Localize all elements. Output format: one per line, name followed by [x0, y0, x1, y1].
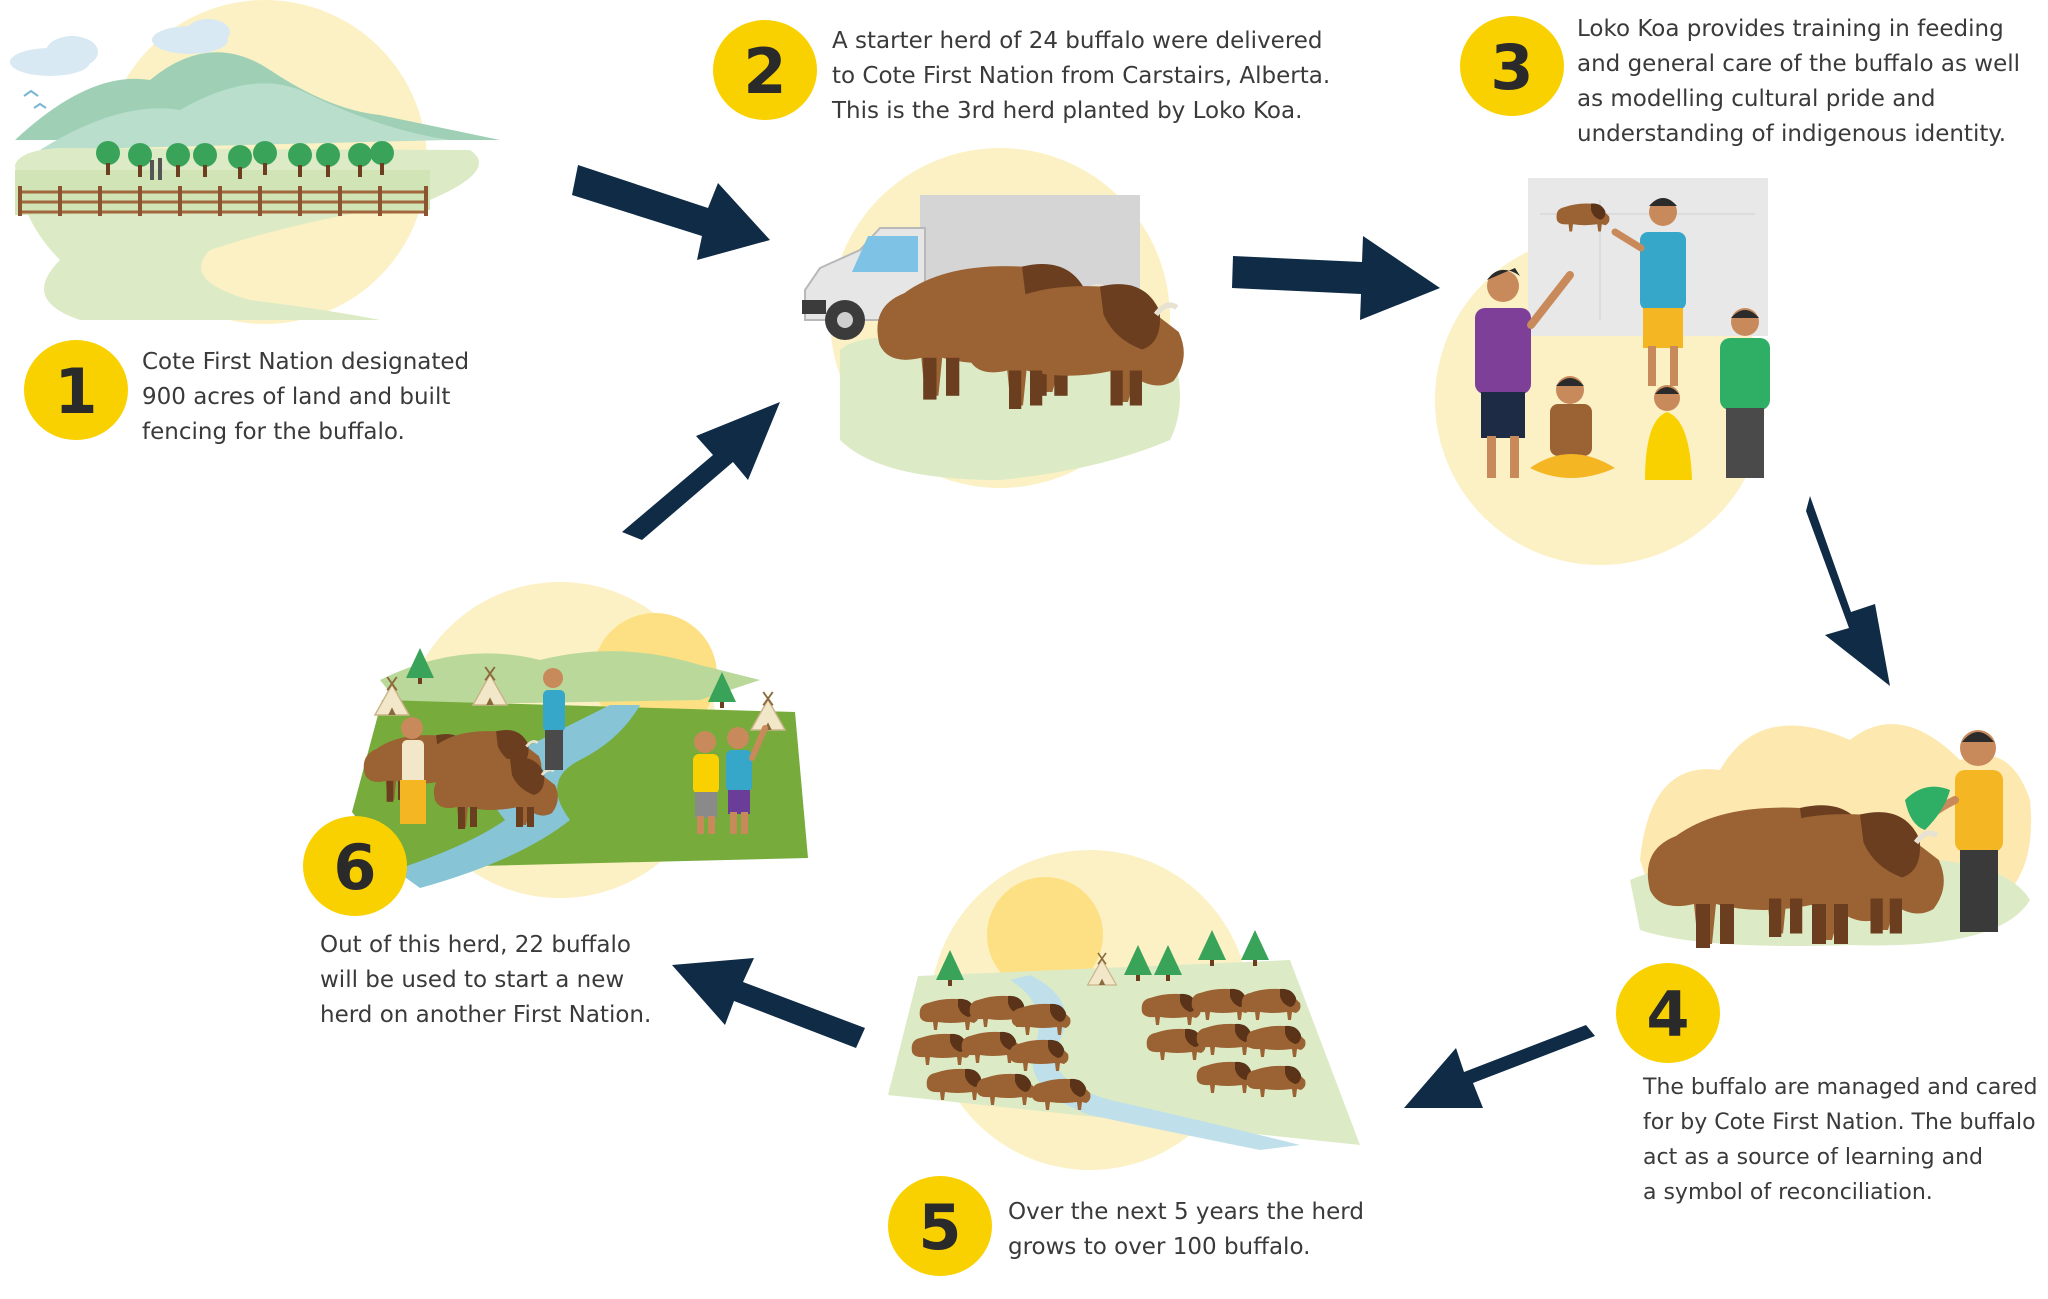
- step-3-line-1: Loko Koa provides training in feeding: [1577, 16, 2004, 42]
- step-6-badge: 6: [303, 816, 407, 916]
- step-1-line-3: fencing for the buffalo.: [142, 419, 405, 445]
- step-1-number: 1: [54, 355, 97, 428]
- step-1-badge: 1: [24, 340, 128, 440]
- step-5-badge: 5: [888, 1176, 992, 1276]
- step-5-caption: Over the next 5 years the herd grows to …: [1008, 1195, 1364, 1265]
- step-2-line-3: This is the 3rd herd planted by Loko Koa…: [832, 98, 1303, 124]
- arrow-6-to-2: [622, 402, 780, 540]
- arrow-2-to-3: [1232, 236, 1440, 320]
- step-6-line-2: will be used to start a new: [320, 967, 625, 993]
- step-4-line-2: for by Cote First Nation. The buffalo: [1643, 1110, 2036, 1135]
- step-3-badge: 3: [1460, 16, 1564, 116]
- step-5-line-2: grows to over 100 buffalo.: [1008, 1234, 1311, 1260]
- new-herd-community-icon: [352, 582, 808, 898]
- step-1-line-1: Cote First Nation designated: [142, 349, 470, 375]
- training-group-icon: [1435, 178, 1770, 565]
- arrow-5-to-6: [672, 958, 865, 1048]
- step-3-line-2: and general care of the buffalo as well: [1577, 51, 2021, 77]
- step-4-caption: The buffalo are managed and cared for by…: [1643, 1070, 2037, 1210]
- step-5-number: 5: [918, 1191, 961, 1264]
- step-4-badge: 4: [1616, 963, 1720, 1063]
- large-herd-by-river-icon: [888, 850, 1360, 1170]
- step-6-line-1: Out of this herd, 22 buffalo: [320, 932, 631, 958]
- step-3-line-4: understanding of indigenous identity.: [1577, 121, 2007, 147]
- step-6-line-3: herd on another First Nation.: [320, 1002, 652, 1028]
- arrow-4-to-5: [1404, 1025, 1595, 1108]
- step-2-number: 2: [743, 35, 786, 108]
- step-3-line-3: as modelling cultural pride and: [1577, 86, 1936, 112]
- step-3-caption: Loko Koa provides training in feeding an…: [1577, 12, 2020, 152]
- step-2-line-1: A starter herd of 24 buffalo were delive…: [832, 28, 1323, 54]
- step-3-number: 3: [1490, 31, 1533, 104]
- step-4-line-3: act as a source of learning and: [1643, 1145, 1983, 1170]
- step-1-line-2: 900 acres of land and built: [142, 384, 451, 410]
- step-5-line-1: Over the next 5 years the herd: [1008, 1199, 1364, 1225]
- step-6-number: 6: [333, 831, 376, 904]
- caretaker-feeding-buffalo-icon: [1630, 724, 2032, 948]
- arrow-3-to-4: [1806, 496, 1890, 686]
- step-2-caption: A starter herd of 24 buffalo were delive…: [832, 24, 1330, 129]
- step-2-line-2: to Cote First Nation from Carstairs, Alb…: [832, 63, 1331, 89]
- step-6-caption: Out of this herd, 22 buffalo will be use…: [320, 928, 651, 1033]
- land-and-fence-icon: [10, 0, 500, 324]
- step-4-number: 4: [1646, 978, 1689, 1051]
- step-4-line-1: The buffalo are managed and cared: [1643, 1075, 2038, 1100]
- arrow-1-to-2: [572, 165, 770, 260]
- step-1-caption: Cote First Nation designated 900 acres o…: [142, 345, 469, 450]
- truck-with-buffalo-icon: [802, 148, 1184, 488]
- step-4-line-4: a symbol of reconciliation.: [1643, 1180, 1933, 1205]
- step-2-badge: 2: [713, 20, 817, 120]
